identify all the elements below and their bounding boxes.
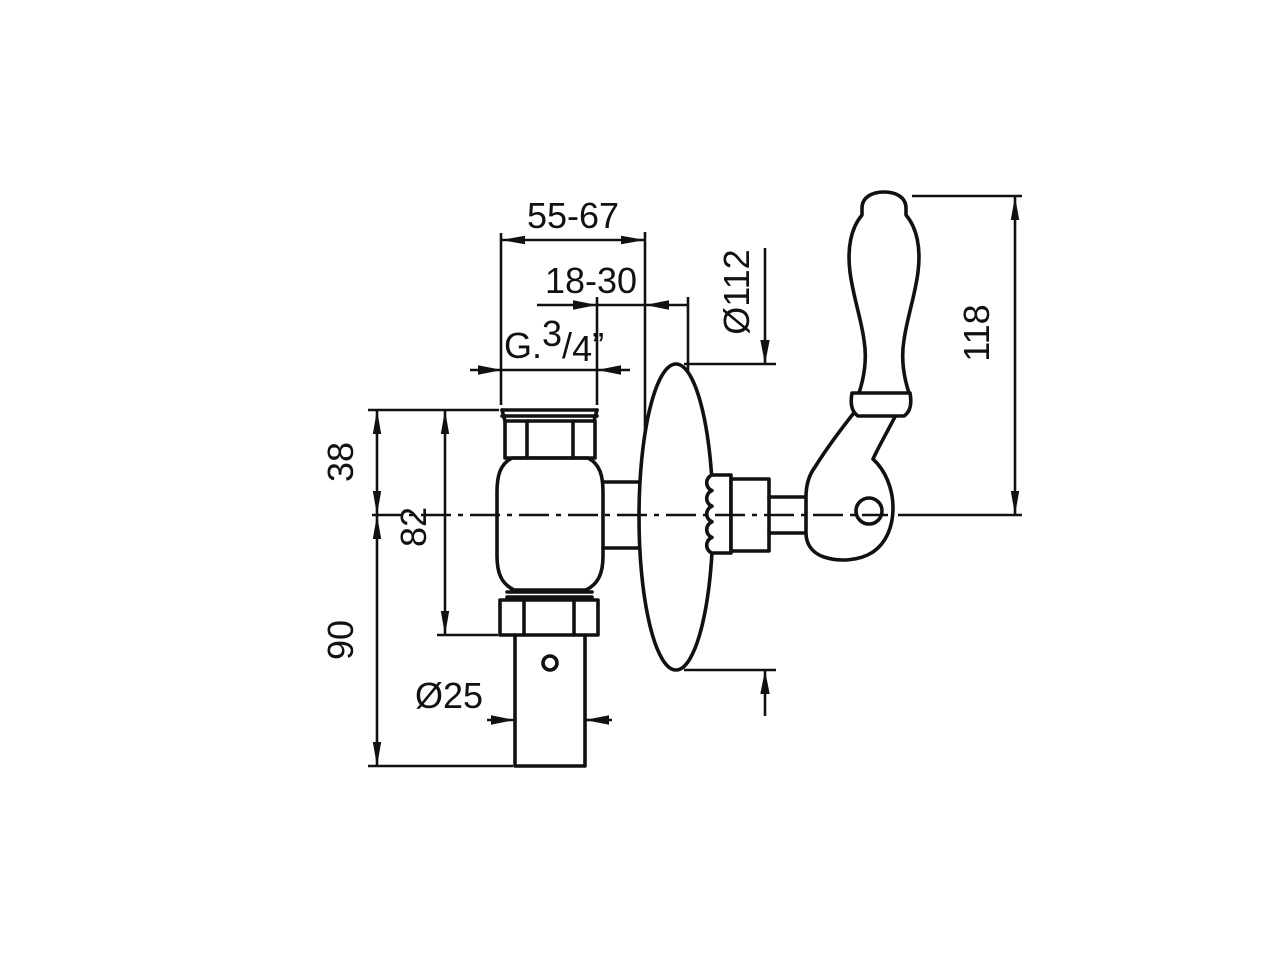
valve-body: [495, 456, 605, 592]
dim-inlet-offset-label: 38: [320, 442, 361, 482]
dim-thread-size-label: G.3/4”: [504, 313, 604, 369]
dim-pipe-diameter: Ø25: [415, 675, 612, 725]
dim-outlet-length-label: 90: [320, 620, 361, 660]
dimension-annotations: 55-67 18-30 G.3/4”: [320, 194, 1022, 768]
spindle-housing: [601, 480, 643, 550]
top-hex-nut: [503, 419, 597, 460]
spindle-cylinder: [729, 477, 771, 553]
dim-thread-size: G.3/4”: [470, 313, 630, 375]
top-thread-connection: [500, 408, 599, 423]
spindle-neck: [767, 495, 810, 535]
pipe-hole: [541, 654, 559, 672]
dim-width-range-label: 55-67: [527, 195, 619, 236]
bottom-hex-nut: [498, 598, 600, 637]
grip-collar: [849, 391, 913, 418]
dim-outlet-length: 90: [320, 515, 513, 768]
outlet-pipe: [513, 633, 587, 768]
lever-grip: [847, 190, 921, 398]
lever-arm-hub: [804, 407, 901, 562]
dim-handle-height-label: 118: [956, 304, 997, 361]
valve-assembly: [495, 408, 643, 768]
dim-plate-diameter: Ø112: [684, 248, 776, 716]
dim-width-range: 55-67: [499, 195, 647, 430]
wall-plate: [637, 362, 715, 672]
lever-assembly: [705, 190, 921, 562]
dim-body-height: 82: [393, 410, 498, 637]
dim-pipe-diameter-label: Ø25: [415, 675, 483, 716]
dim-plate-diameter-label: Ø112: [716, 249, 757, 334]
spindle-end-ball: [854, 496, 884, 526]
dim-depth-range: 18-30: [537, 260, 690, 405]
bottom-thread: [505, 590, 594, 599]
dim-inlet-offset: 38: [320, 408, 499, 515]
dim-depth-range-label: 18-30: [545, 260, 637, 301]
dim-handle-height: 118: [898, 194, 1022, 517]
dim-body-height-label: 82: [393, 507, 434, 547]
